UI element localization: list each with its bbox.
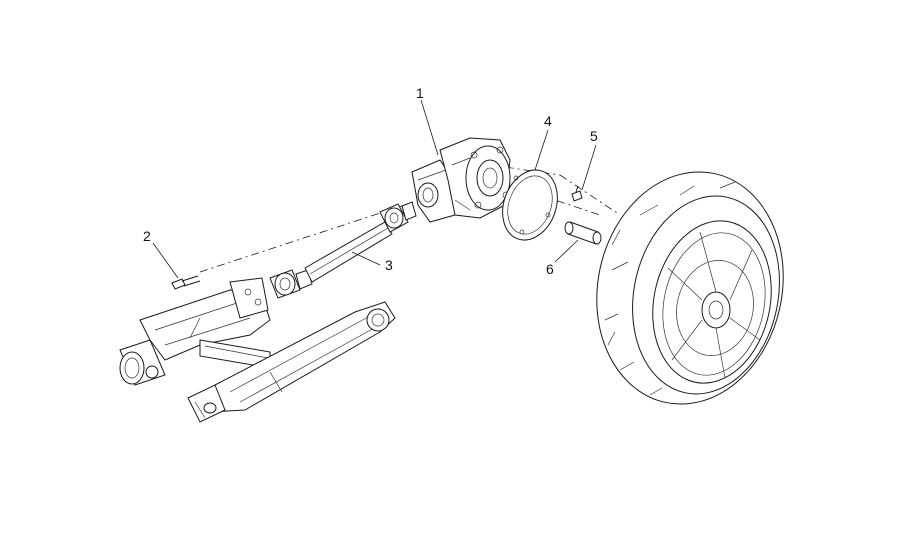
callout-3: 3 xyxy=(385,257,393,273)
cover-ring-part-4 xyxy=(502,169,558,241)
callout-2: 2 xyxy=(143,228,151,244)
swingarm xyxy=(119,277,396,423)
screw-part-5 xyxy=(571,185,583,202)
callout-6: 6 xyxy=(546,261,554,277)
callout-5: 5 xyxy=(590,128,598,144)
bolt-part-2 xyxy=(171,275,201,290)
rear-wheel xyxy=(596,171,784,405)
final-drive-gearbox-part-1 xyxy=(411,137,511,223)
spacer-part-6 xyxy=(564,221,602,245)
callout-1: 1 xyxy=(416,85,424,101)
drive-shaft-part-3 xyxy=(269,201,417,299)
callout-4: 4 xyxy=(544,113,552,129)
leader-lines xyxy=(152,99,597,279)
